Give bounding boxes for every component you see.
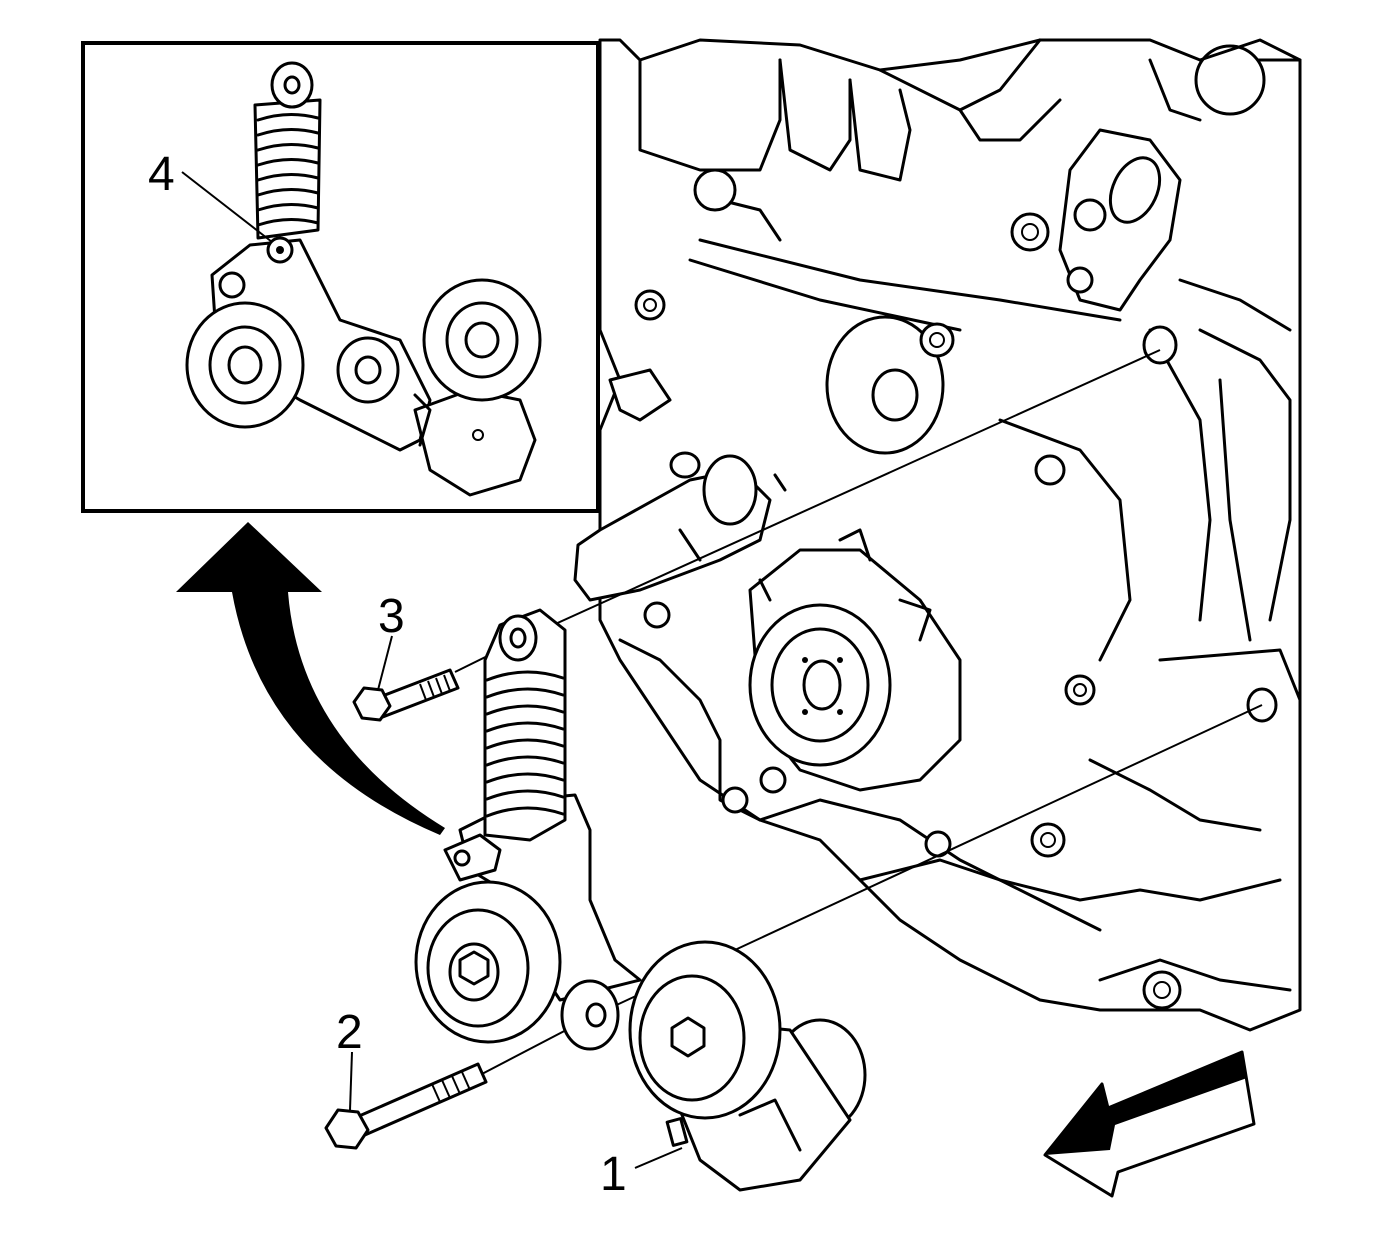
callout-2-label: 2	[336, 1006, 363, 1059]
callout-4-label: 4	[148, 148, 175, 201]
inset-spring-coils	[256, 113, 320, 227]
bolt-2	[324, 1062, 488, 1150]
bolt-3	[352, 668, 460, 722]
curved-arrow-icon	[176, 522, 445, 835]
callout-2: 2	[336, 1006, 363, 1111]
callout-1-label: 1	[600, 1148, 627, 1201]
front-arrow-shade	[1045, 1052, 1247, 1155]
callout-1: 1	[600, 1147, 683, 1201]
callout-3-label: 3	[378, 590, 405, 643]
callout-3: 3	[377, 590, 405, 691]
callout-4: 4	[148, 148, 273, 243]
spring-coils	[485, 670, 565, 818]
engine-block	[573, 38, 1302, 1032]
detail-inset	[81, 41, 600, 513]
drive-belt-tensioner	[414, 608, 867, 1192]
